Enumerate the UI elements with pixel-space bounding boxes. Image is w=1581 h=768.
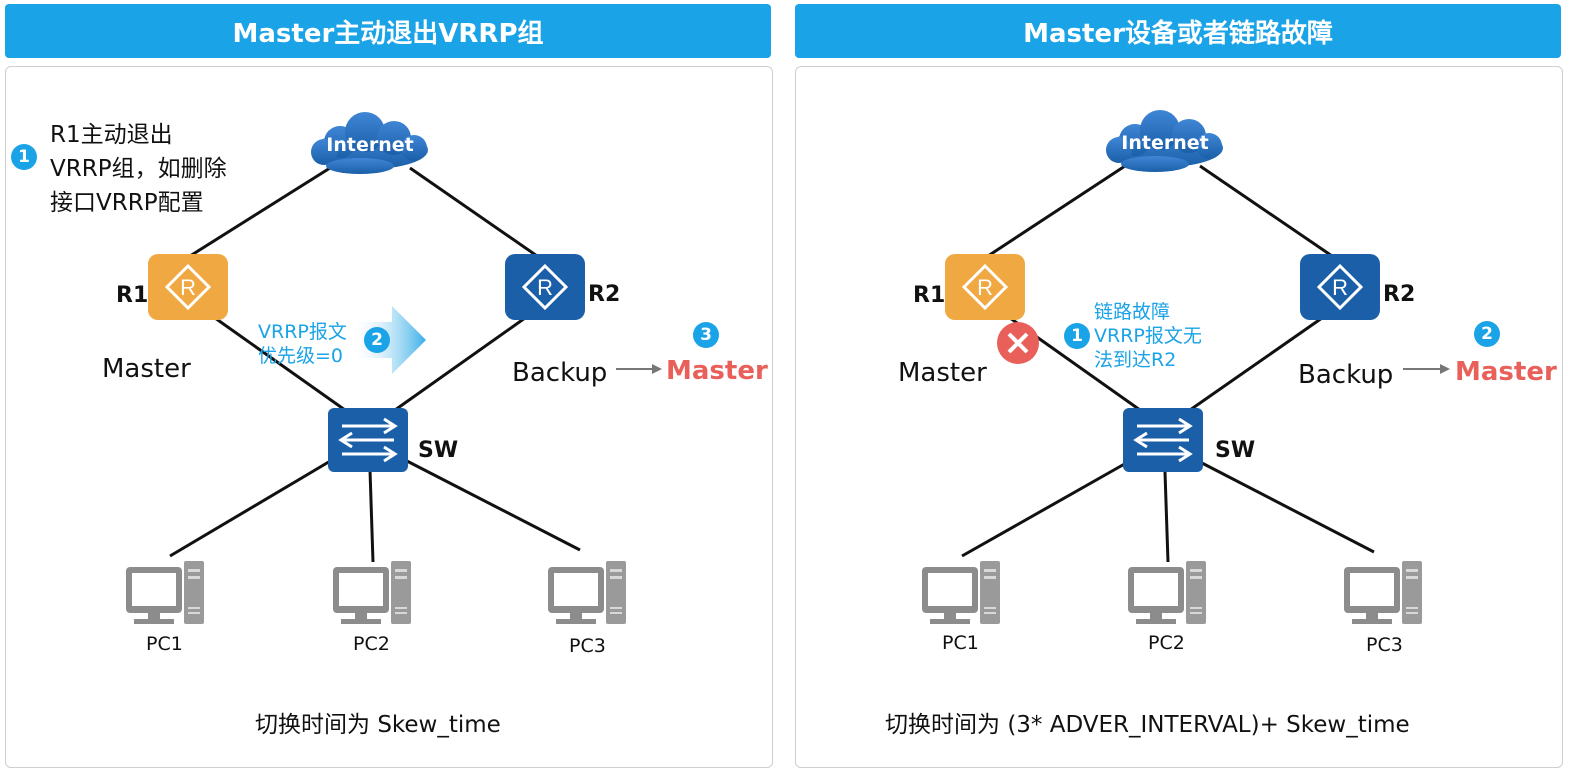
right-step2-badge: 2 [1474,321,1500,347]
right-r2-role: Backup [1298,360,1394,390]
left-step1-text: R1主动退出 VRRP组，如删除 接口VRRP配置 [50,118,227,220]
left-footer-prefix: 切换时间为 [255,712,370,738]
left-step1-badge: 1 [11,144,37,170]
left-step2-badge: 2 [364,327,390,353]
left-step1-line: VRRP组，如删除 [50,156,227,182]
right-r1-router-icon [945,254,1025,320]
left-pc2-label: PC2 [353,633,390,655]
right-r1-role: Master [898,358,987,388]
right-footer: 切换时间为 (3* ADVER_INTERVAL)+ Skew_time [885,705,1410,739]
left-pc3-label: PC3 [569,635,606,657]
left-links [169,166,581,563]
left-footer-formula: Skew_time [377,712,501,738]
right-r2-new-role: Master [1455,357,1557,387]
right-fault-x-icon [997,322,1039,364]
left-pc3-icon [548,561,626,624]
right-switch-icon [1121,406,1205,474]
right-r2-label: R2 [1383,282,1416,307]
left-step2-line: 优先级=0 [258,345,344,367]
left-transition-arrow-icon [616,364,662,374]
right-links [961,164,1375,563]
right-footer-prefix: 切换时间为 [885,712,1000,738]
left-send-arrow-icon [355,306,426,374]
right-r1-label: R1 [913,283,946,308]
left-step2-line: VRRP报文 [258,321,347,343]
left-pc1-label: PC1 [146,633,183,655]
left-step2-text: VRRP报文 优先级=0 [258,320,347,368]
left-panel-title: Master主动退出VRRP组 [5,4,771,58]
left-r2-role: Backup [512,358,608,388]
right-step1-line: 法到达R2 [1094,349,1177,371]
right-step1-line: 链路故障 [1094,301,1171,323]
right-pc1-label: PC1 [942,632,979,654]
right-pc1-icon [922,561,1000,624]
left-r2-new-role: Master [666,356,768,386]
right-pc2-label: PC2 [1148,632,1185,654]
left-step3-badge: 3 [693,322,719,348]
right-step1-badge: 1 [1064,323,1090,349]
right-pc3-icon [1344,561,1422,624]
right-r2-router-icon [1300,254,1380,320]
left-internet-label: Internet [326,134,414,156]
right-pc3-label: PC3 [1366,634,1403,656]
right-footer-formula: (3* ADVER_INTERVAL)+ Skew_time [1007,712,1410,738]
right-transition-arrow-icon [1403,364,1450,374]
left-switch-icon [326,406,410,474]
right-step1-text: 链路故障 VRRP报文无 法到达R2 [1094,300,1202,372]
right-sw-label: SW [1215,438,1256,463]
left-sw-label: SW [418,438,459,463]
left-r1-label: R1 [116,283,149,308]
left-r1-role: Master [102,354,191,384]
left-step1-line: R1主动退出 [50,122,173,148]
right-pc2-icon [1128,561,1206,624]
left-r2-router-icon [505,254,585,320]
right-panel-title: Master设备或者链路故障 [795,4,1561,58]
right-internet-label: Internet [1121,132,1209,154]
left-footer: 切换时间为 Skew_time [255,705,501,739]
left-r1-router-icon [148,254,228,320]
right-step1-line: VRRP报文无 [1094,325,1202,347]
left-r2-label: R2 [588,282,621,307]
left-pc2-icon [333,561,411,624]
left-step1-line: 接口VRRP配置 [50,190,204,216]
left-pc1-icon [126,561,204,624]
